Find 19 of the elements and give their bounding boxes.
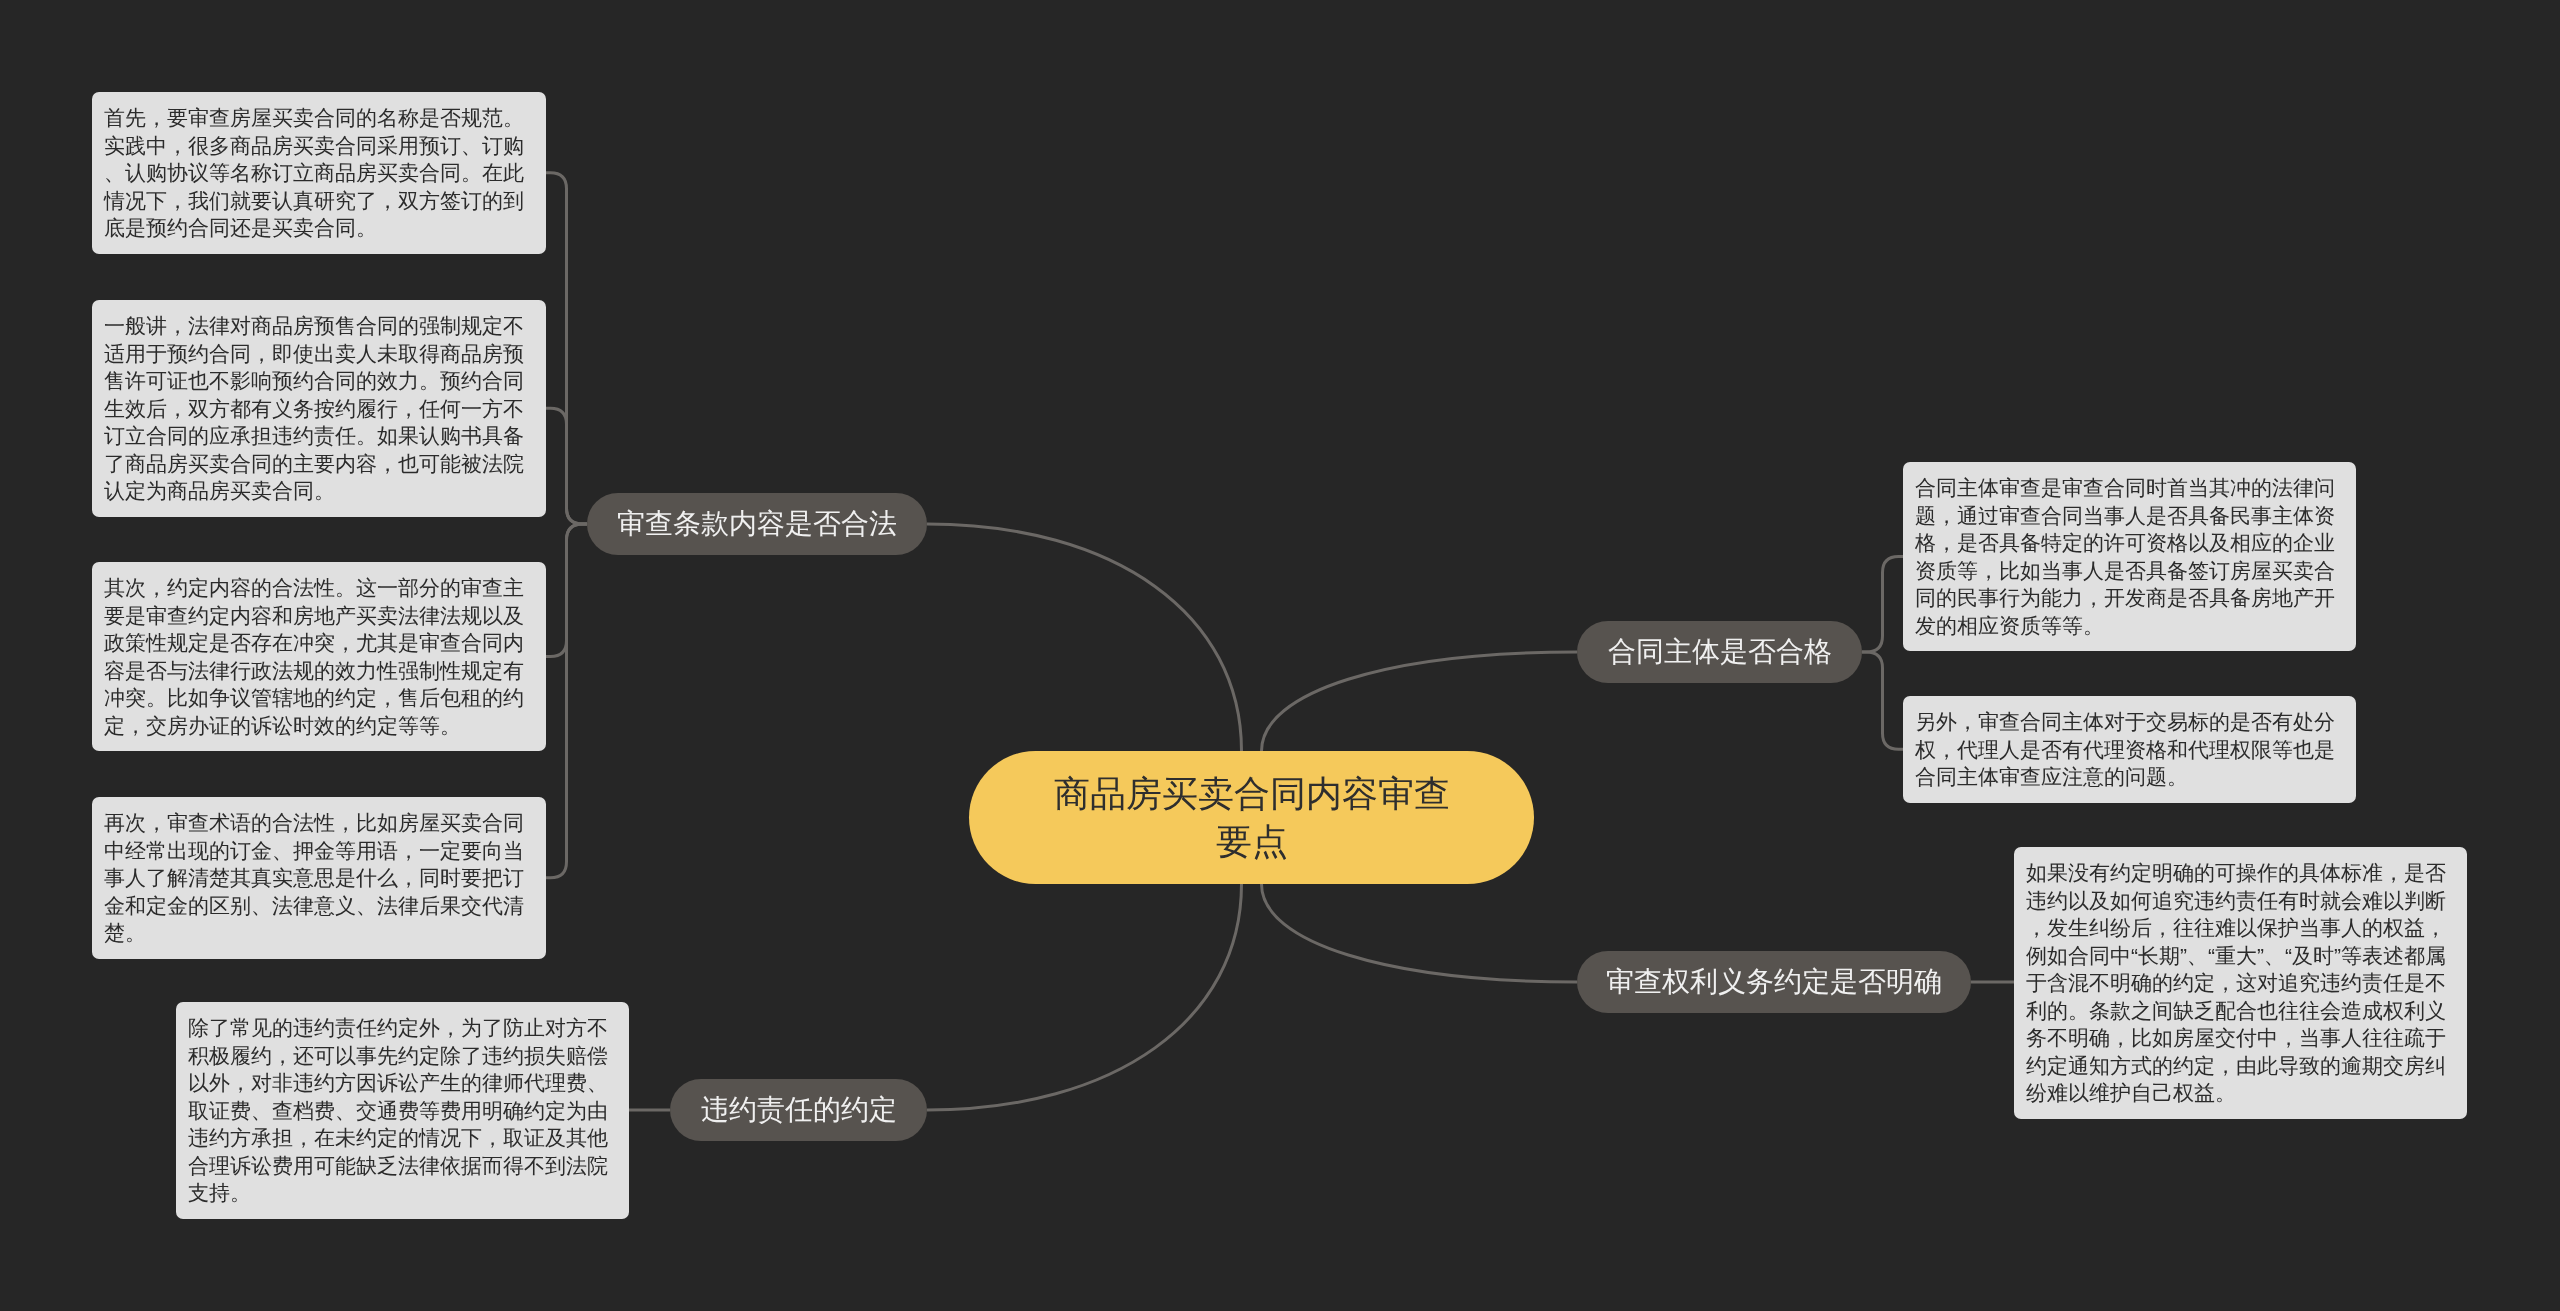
connector-line (1260, 883, 1578, 984)
note-box: 合同主体审查是审查合同时首当其冲的法律问题，通过审查合同当事人是否具备民事主体资格，是否具备特定的许可资格以及相应的企业资质等，比如当事人是否具备签订房屋买卖合同的民事行为能力，开发商是否具备房地产开发的相应资质等等。 (1903, 462, 2356, 651)
connector-line (926, 522, 1243, 752)
note-box: 另外，审查合同主体对于交易标的是否有处分权，代理人是否有代理资格和代理权限等也是合同主体审查应注意的问题。 (1903, 696, 2356, 803)
topic-pill: 合同主体是否合格 (1577, 621, 1862, 683)
note-box: 再次，审查术语的合法性，比如房屋买卖合同中经常出现的订金、押金等用语，一定要向当事人了解清楚其真实意思是什么，同时要把订金和定金的区别、法律意义、法律后果交代清楚。 (92, 797, 546, 959)
topic-pill: 审查权利义务约定是否明确 (1577, 951, 1971, 1013)
note-box: 如果没有约定明确的可操作的具体标准，是否违约以及如何追究违约责任有时就会难以判断，发生纠纷后，往往难以保护当事人的权益，例如合同中“长期”、“重大”、“及时”等表述都属于含混不明确的约定，这对追究违约责任是不利的。条款之间缺乏配合也往往会造成权利义务不明确，比如房屋交付中，当事人往往疏于约定通知方式的约定，由此导致的逾期交房纠纷难以维护自己权益。 (2014, 847, 2467, 1119)
note-box: 一般讲，法律对商品房预售合同的强制规定不适用于预约合同，即使出卖人未取得商品房预售许可证也不影响预约合同的效力。预约合同生效后，双方都有义务按约履行，任何一方不订立合同的应承担违约责任。如果认购书具备了商品房买卖合同的主要内容，也可能被法院认定为商品房买卖合同。 (92, 300, 546, 517)
connector-line (1260, 650, 1578, 752)
connector-line (1971, 980, 2014, 984)
connector-line (926, 883, 1243, 1112)
note-box: 除了常见的违约责任约定外，为了防止对方不积极履约，还可以事先约定除了违约损失赔偿以外，对非违约方因诉讼产生的律师代理费、取证费、查档费、交通费等费用明确约定为由违约方承担，在未约定的情况下，取证及其他合理诉讼费用可能缺乏法律依据而得不到法院支持。 (176, 1002, 629, 1219)
central-topic-pill: 商品房买卖合同内容审查要点 (969, 751, 1534, 884)
note-box: 其次，约定内容的合法性。这一部分的审查主要是审查约定内容和房地产买卖法律法规以及政策性规定是否存在冲突，尤其是审查合同内容是否与法律行政法规的效力性强制性规定有冲突。比如争议管辖地的约定，售后包租的约定，交房办证的诉讼时效的约定等等。 (92, 562, 546, 751)
note-box: 首先，要审查房屋买卖合同的名称是否规范。实践中，很多商品房买卖合同采用预订、订购、认购协议等名称订立商品房买卖合同。在此情况下，我们就要认真研究了，双方签订的到底是预约合同还是买卖合同。 (92, 92, 546, 254)
topic-pill: 审查条款内容是否合法 (587, 493, 927, 555)
connector-line (629, 1108, 670, 1112)
topic-pill: 违约责任的约定 (670, 1079, 927, 1141)
